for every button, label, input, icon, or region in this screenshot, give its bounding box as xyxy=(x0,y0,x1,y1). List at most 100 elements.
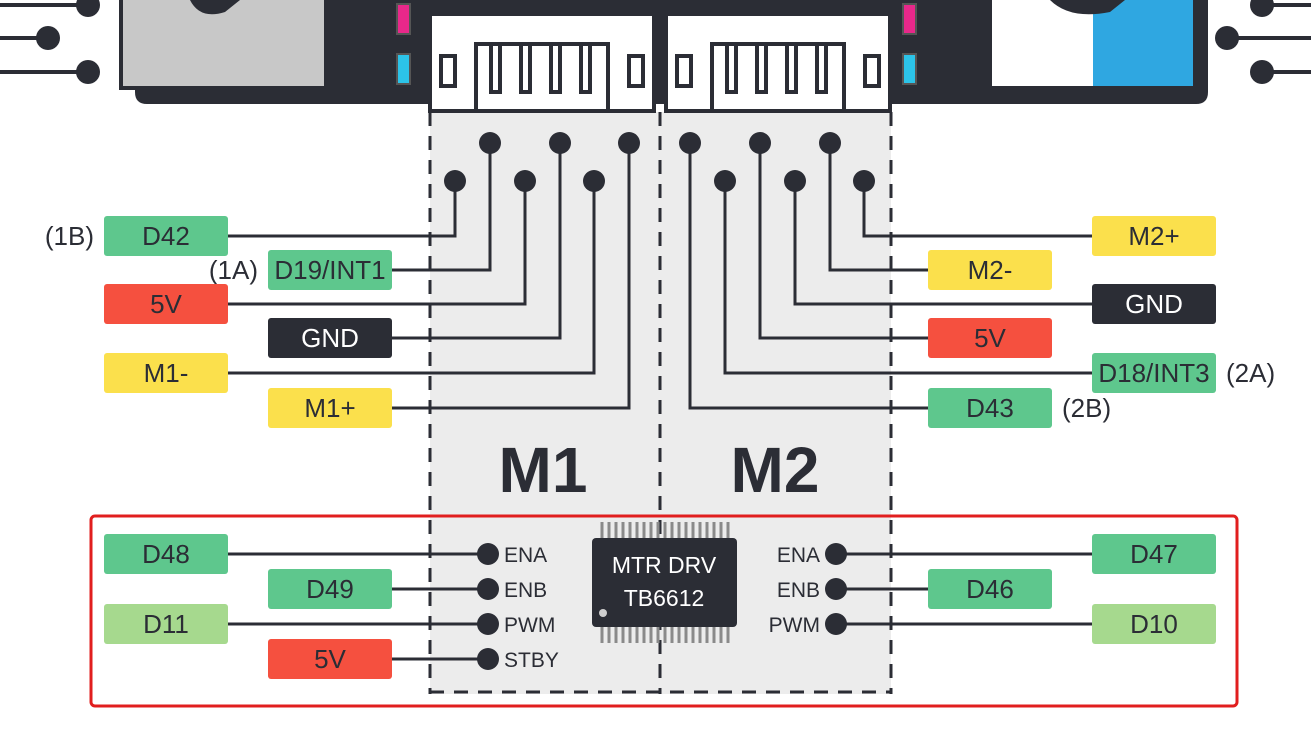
m1-pin-badge-5-label: M1+ xyxy=(304,393,355,423)
driver-right-badge-0-label: D47 xyxy=(1130,539,1178,569)
m2-pin-badge-2-label: GND xyxy=(1125,289,1183,319)
driver-right-pin-dot-1 xyxy=(825,578,847,600)
m2-pin-badge-5-bg xyxy=(928,388,1052,428)
m1-pin-badge-5-bg xyxy=(268,388,392,428)
m1-pin-badge-3-label: GND xyxy=(301,323,359,353)
m1-pin-note-1: (1A) xyxy=(209,255,258,285)
m1-pin-badge-2: 5V xyxy=(104,284,228,324)
motor-label-m2: M2 xyxy=(731,434,820,506)
m2-pin-badge-0-label: M2+ xyxy=(1128,221,1179,251)
driver-right-badge-1-bg xyxy=(928,569,1052,609)
m2-wire-2 xyxy=(793,181,1092,306)
led-cyan-left xyxy=(396,53,411,85)
driver-left-pin-dot-0 xyxy=(477,543,499,565)
left-module-mark xyxy=(190,0,240,15)
m1-pin-badge-0: D42 xyxy=(104,216,228,256)
m2-wire-0 xyxy=(862,181,1092,238)
connector-m1 xyxy=(428,0,656,113)
led-magenta-left xyxy=(396,3,411,35)
board-top xyxy=(0,0,1311,104)
m1-header-pin-dot-3 xyxy=(549,132,571,154)
m2-header-pin-dot-5 xyxy=(679,132,701,154)
m2-header-pin-dot-4 xyxy=(714,170,736,192)
m1-header-pin-dot-4 xyxy=(583,170,605,192)
driver-right-pin-dot-0 xyxy=(825,543,847,565)
m2-pin-badge-2-bg xyxy=(1092,284,1216,324)
driver-left-pin-dot-1 xyxy=(477,578,499,600)
right-module-blue-area xyxy=(1093,0,1193,86)
m2-wire-5 xyxy=(688,143,928,410)
m2-pin-badge-3-label: 5V xyxy=(974,323,1006,353)
driver-left-badge-3: 5V xyxy=(268,639,392,679)
m1-wire-0 xyxy=(228,181,457,238)
m2-header-pin-dot-3 xyxy=(749,132,771,154)
m1-pin-badge-4-label: M1- xyxy=(144,358,189,388)
m1-header-pin-dot-0 xyxy=(444,170,466,192)
driver-highlight-box xyxy=(89,514,1239,708)
driver-left-badge-0: D48 xyxy=(104,534,228,574)
driver-left-pin-name-1: ENB xyxy=(504,579,547,602)
m1-pin-badge-0-label: D42 xyxy=(142,221,190,251)
driver-right-pin-name-2: PWM xyxy=(769,614,820,637)
m2-pin-badge-5-label: D43 xyxy=(966,393,1014,423)
m2-pin-note-5: (2B) xyxy=(1062,393,1111,423)
right-module-mark xyxy=(1050,0,1125,15)
driver-right-pin-dot-2 xyxy=(825,613,847,635)
m2-header-pin-dot-1 xyxy=(819,132,841,154)
driver-left-pin-dot-2 xyxy=(477,613,499,635)
m2-pin-note-4: (2A) xyxy=(1226,358,1275,388)
led-cyan-right xyxy=(902,53,917,85)
driver-right-badge-0-bg xyxy=(1092,534,1216,574)
m2-wire-3 xyxy=(758,143,928,340)
driver-left-badge-2-bg xyxy=(104,604,228,644)
driver-right-badge-2-bg xyxy=(1092,604,1216,644)
m1-wire-3 xyxy=(392,143,562,340)
m1-pin-note-0: (1B) xyxy=(45,221,94,251)
driver-right-badge-0: D47 xyxy=(1092,534,1216,574)
m2-pin-badge-4: D18/INT3 xyxy=(1092,353,1216,393)
m1-header-pin-dot-5 xyxy=(618,132,640,154)
driver-left-badge-1-label: D49 xyxy=(306,574,354,604)
m1-header-pin-dot-1 xyxy=(479,132,501,154)
driver-left-pin-name-3: STBY xyxy=(504,649,559,672)
left-module xyxy=(119,0,328,90)
m1-pin-badge-3: GND xyxy=(268,318,392,358)
m1-pin-badge-4-bg xyxy=(104,353,228,393)
driver-left-badge-3-bg xyxy=(268,639,392,679)
m2-pin-badge-0: M2+ xyxy=(1092,216,1216,256)
m2-pin-badge-2: GND xyxy=(1092,284,1216,324)
chip-label-line2: TB6612 xyxy=(624,585,705,611)
driver-left-badge-0-bg xyxy=(104,534,228,574)
driver-left-badge-3-label: 5V xyxy=(314,644,346,674)
chip-legs xyxy=(600,522,730,643)
connector-m2 xyxy=(664,0,892,113)
m2-pin-badge-1-bg xyxy=(928,250,1052,290)
m2-header-pin-dot-0 xyxy=(853,170,875,192)
pin-badges: D42(1B)D19/INT1(1A)5VGNDM1-M1+M2+M2-GND5… xyxy=(45,216,1275,679)
m1-pin-badge-2-bg xyxy=(104,284,228,324)
m2-wire-4 xyxy=(723,181,1092,375)
driver-right-badge-1: D46 xyxy=(928,569,1052,609)
driver-right-badge-1-label: D46 xyxy=(966,574,1014,604)
m1-pin-badge-1: D19/INT1 xyxy=(268,250,392,290)
m1-pin-badge-5: M1+ xyxy=(268,388,392,428)
m1-pin-badge-1-bg xyxy=(268,250,392,290)
chip-pin1-mark xyxy=(599,609,607,617)
m2-pin-badge-3: 5V xyxy=(928,318,1052,358)
driver-chip: MTR DRV TB6612 xyxy=(592,522,737,643)
m1-wire-1 xyxy=(392,143,492,272)
m1-wire-4 xyxy=(228,181,596,375)
m2-header-pin-dot-2 xyxy=(784,170,806,192)
m2-pin-badge-4-bg xyxy=(1092,353,1216,393)
led-magenta-right xyxy=(902,3,917,35)
motor-label-m1: M1 xyxy=(499,434,588,506)
m1-wire-2 xyxy=(228,181,527,306)
driver-right-badge-2: D10 xyxy=(1092,604,1216,644)
driver-left-badge-2: D11 xyxy=(104,604,228,644)
m2-pin-badge-1-label: M2- xyxy=(968,255,1013,285)
m1-header-pin-dot-2 xyxy=(514,170,536,192)
